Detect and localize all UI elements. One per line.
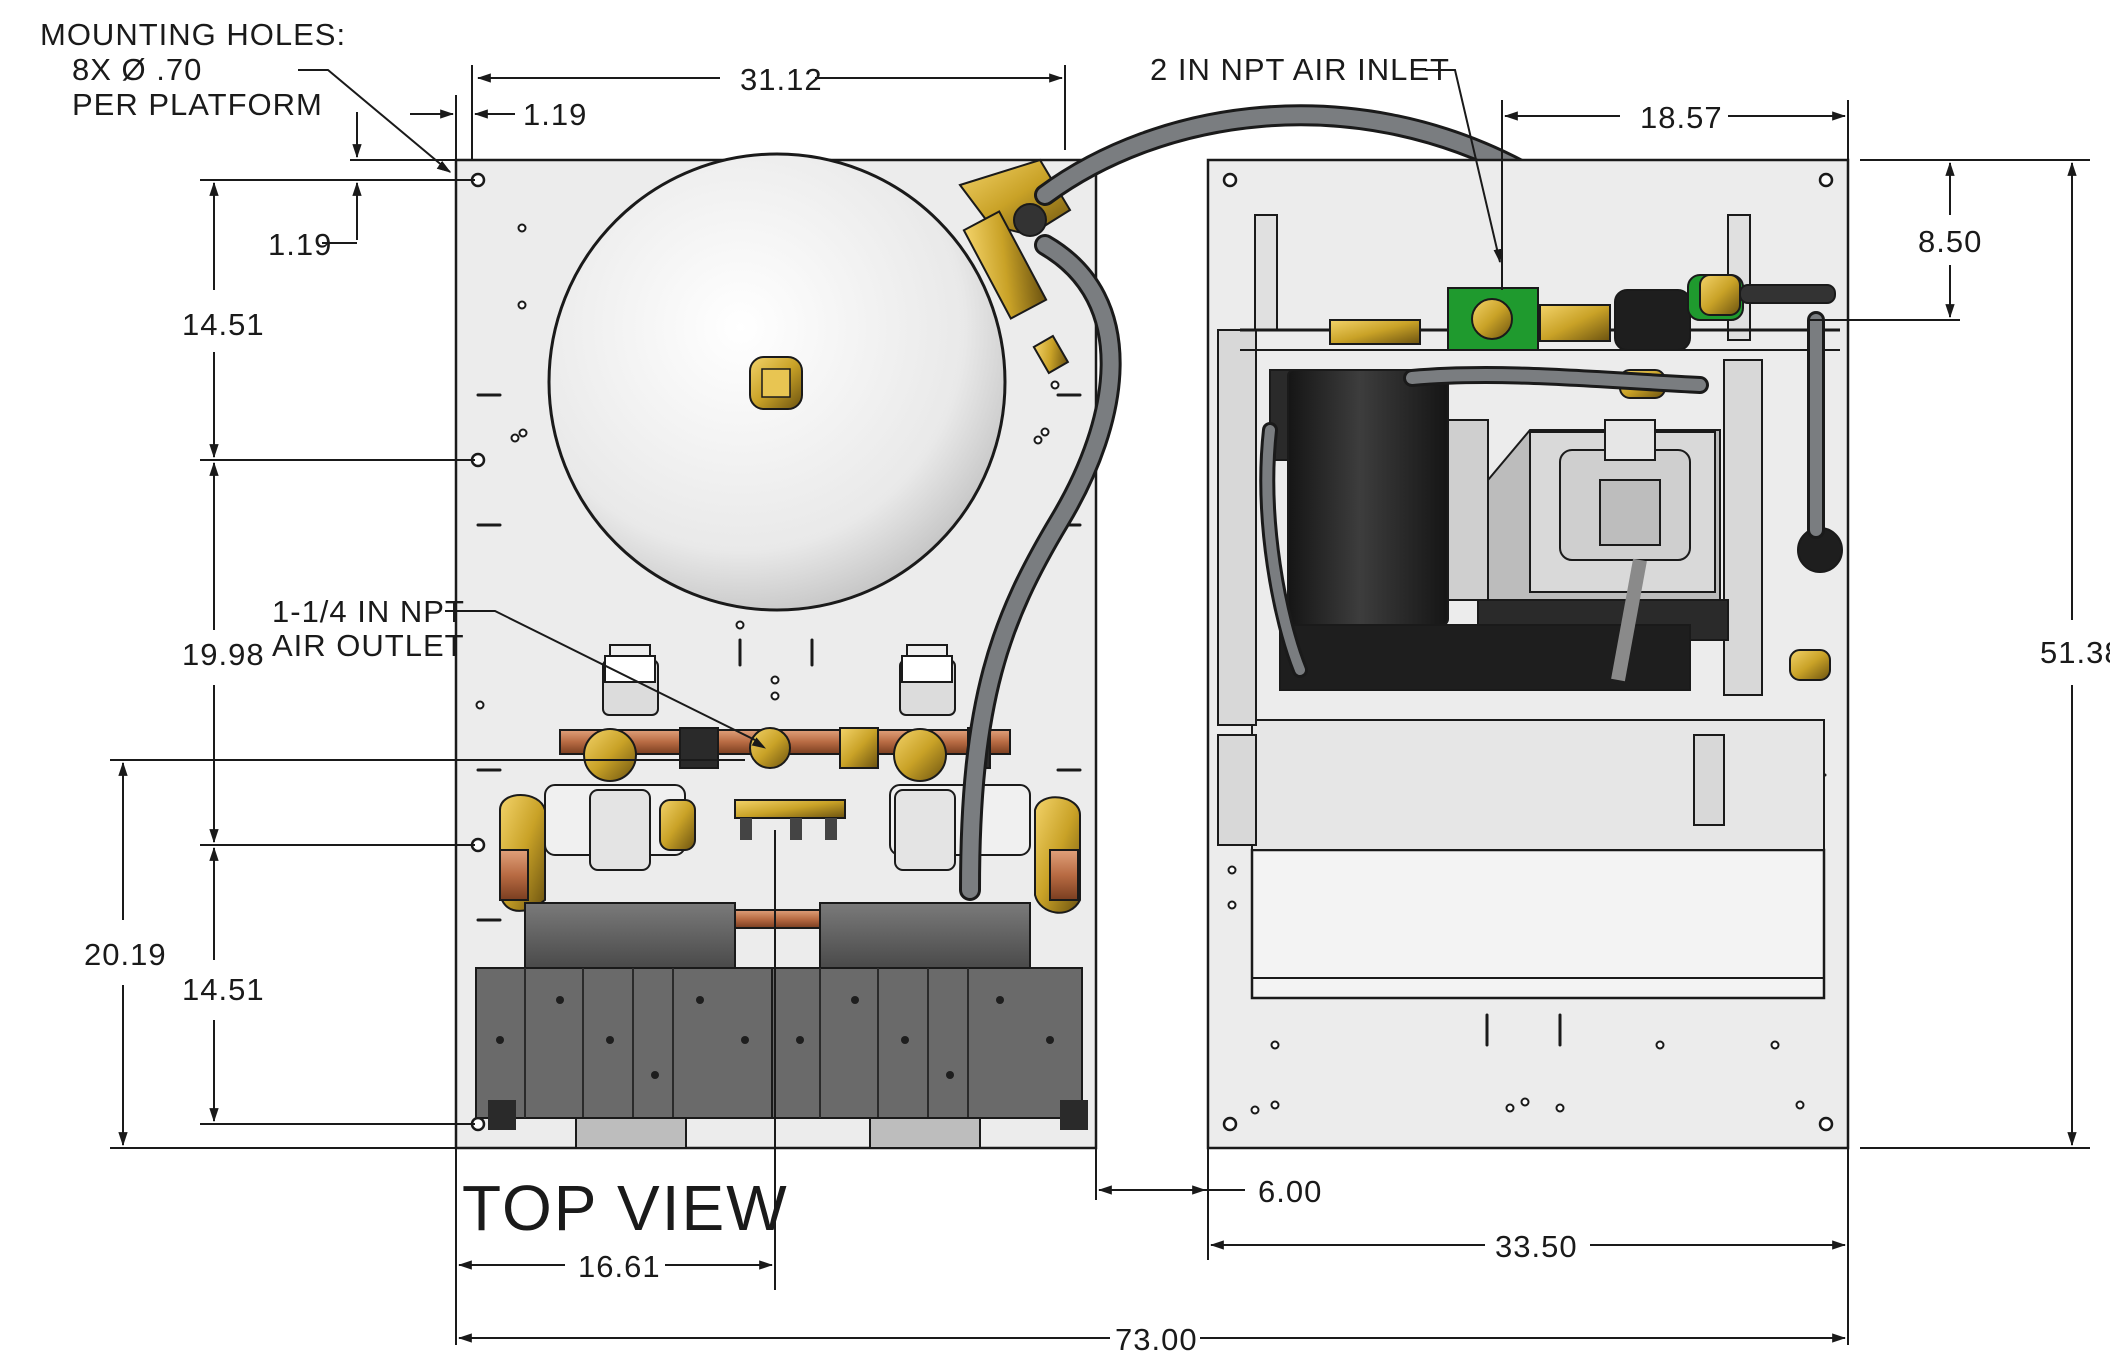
left-platform-slots bbox=[476, 393, 1082, 922]
dim-inlet-offset-y: 8.50 bbox=[1918, 224, 1982, 259]
air-outlet-label-line1: 1-1/4 IN NPT bbox=[272, 594, 465, 629]
dim-hole-offset-x: 1.19 bbox=[523, 97, 587, 132]
compressor-head bbox=[1279, 419, 1729, 691]
dim-platform-gap: 6.00 bbox=[1258, 1174, 1322, 1209]
inlet-assembly bbox=[1329, 274, 1843, 681]
right-platform bbox=[1206, 158, 1850, 1150]
dim-inlet-offset-x: 18.57 bbox=[1640, 100, 1723, 135]
side-brackets bbox=[1217, 214, 1840, 846]
dim-overall-depth: 51.38 bbox=[2040, 635, 2110, 670]
dimension-lines bbox=[110, 65, 2090, 1345]
receiver-tank bbox=[547, 152, 1007, 612]
right-mounting-holes bbox=[1222, 172, 1834, 1132]
mounting-holes-size: 8X Ø .70 bbox=[72, 52, 202, 87]
dim-left-platform-width: 31.12 bbox=[740, 62, 823, 97]
right-small-holes bbox=[1227, 865, 1805, 1115]
annotation-text: MOUNTING HOLES: 8X Ø .70 PER PLATFORM 2 … bbox=[40, 17, 2110, 1357]
compressor-housings bbox=[475, 902, 1088, 1149]
tank-valve-fittings bbox=[958, 158, 1072, 375]
air-inlet-label: 2 IN NPT AIR INLET bbox=[1150, 52, 1450, 87]
air-hose bbox=[959, 104, 1711, 901]
air-outlet-label-line2: AIR OUTLET bbox=[272, 628, 465, 663]
dim-hole-offset-y: 1.19 bbox=[268, 227, 332, 262]
left-mounting-holes bbox=[470, 172, 486, 1132]
dim-hole-spacing-upper: 14.51 bbox=[182, 307, 265, 342]
pump-heads bbox=[499, 784, 1081, 914]
dim-hole-spacing-lower: 14.51 bbox=[182, 972, 265, 1007]
filter-panel bbox=[1250, 848, 1826, 1000]
mounting-holes-label: MOUNTING HOLES: bbox=[40, 17, 346, 52]
dim-hole-spacing-middle: 19.98 bbox=[182, 637, 265, 672]
mounting-holes-note: PER PLATFORM bbox=[72, 87, 323, 122]
left-small-holes bbox=[475, 223, 1060, 710]
dim-outlet-offset-x: 16.61 bbox=[578, 1249, 661, 1284]
dim-overall-width: 73.00 bbox=[1115, 1322, 1198, 1356]
dim-outlet-height: 20.19 bbox=[84, 937, 167, 972]
dim-right-platform-width: 33.50 bbox=[1495, 1229, 1578, 1264]
view-title: TOP VIEW bbox=[462, 1172, 789, 1244]
